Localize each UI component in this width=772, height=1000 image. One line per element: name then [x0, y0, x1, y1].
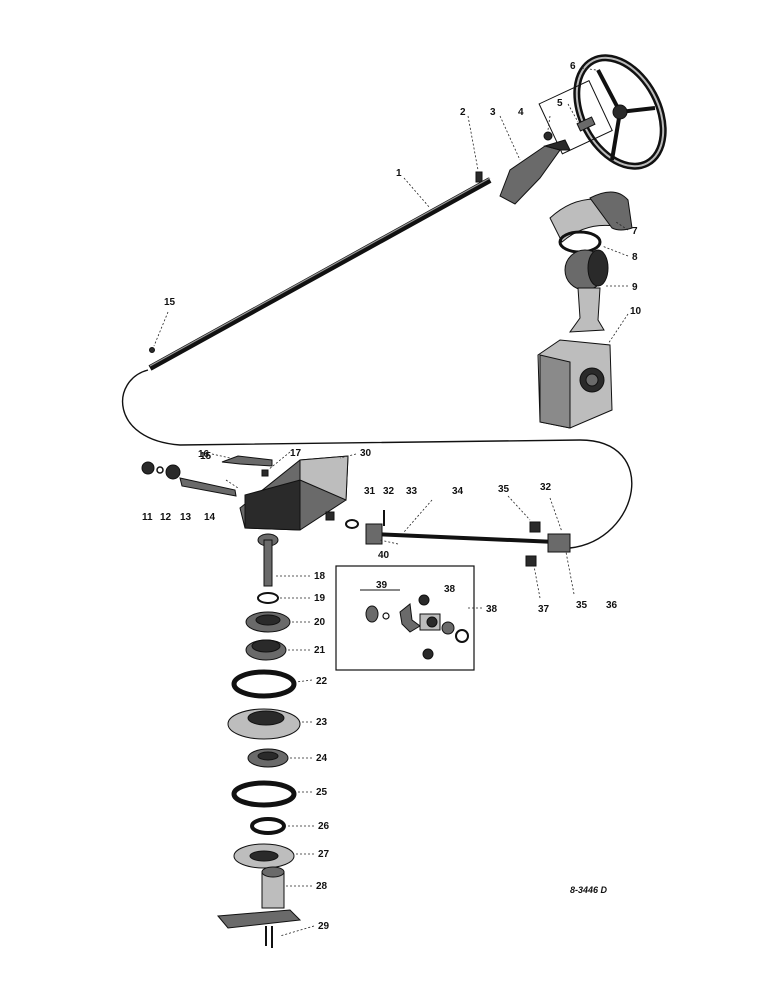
callout-35a: 35: [498, 484, 510, 495]
callout-19: 19: [314, 593, 326, 604]
callout-10: 10: [630, 306, 642, 317]
callout-22: 22: [316, 676, 328, 687]
part-17: [261, 469, 269, 477]
seal-26: [250, 817, 286, 835]
callout-20: 20: [314, 617, 326, 628]
pin-upper: [149, 347, 155, 353]
callout-8: 8: [632, 252, 638, 263]
universal-joint-parts: [365, 594, 469, 660]
key-box: [538, 80, 613, 155]
steering-shaft: [148, 177, 492, 371]
callout-40: 40: [378, 550, 390, 561]
column-cap: [543, 139, 571, 151]
plug-31: [325, 511, 335, 521]
callout-37: 37: [538, 604, 550, 615]
callout-34: 34: [452, 486, 464, 497]
callout-32b: 32: [540, 482, 552, 493]
callout-36: 36: [606, 600, 618, 611]
callout-12: 12: [160, 512, 172, 523]
callout-23: 23: [316, 717, 328, 728]
bolts-29: [265, 926, 273, 948]
bearing-13: [165, 464, 181, 480]
callout-1: 1: [396, 168, 402, 179]
callout-17: 17: [290, 448, 302, 459]
callout-16-shown: 16: [198, 449, 210, 460]
nut: [543, 131, 553, 141]
callout-9: 9: [632, 282, 638, 293]
nut-11: [141, 461, 155, 475]
callout-24: 24: [316, 753, 328, 764]
callout-18: 18: [314, 571, 326, 582]
ring: [558, 230, 602, 254]
connection-curve: [121, 369, 633, 549]
washer-32: [345, 519, 359, 529]
callout-25: 25: [316, 787, 328, 798]
drawing-code: 8-3446 D: [570, 885, 608, 895]
gear-housing: [537, 339, 613, 429]
callout-labels: 1 2 3 4 5 6 7 8 9 10 11 12 13 14 15 15 1…: [142, 61, 642, 932]
plate-27: [233, 843, 295, 869]
callout-14: 14: [204, 512, 216, 523]
spindle-arm: [217, 866, 302, 929]
callout-7: 7: [632, 226, 638, 237]
worm-shaft: [179, 477, 237, 497]
callout-30: 30: [360, 448, 372, 459]
callout-32a: 32: [383, 486, 395, 497]
drag-link: [365, 523, 571, 553]
column-jacket: [499, 145, 561, 205]
washer-12: [156, 466, 164, 474]
sector-shaft: [257, 533, 279, 587]
gasket-22: [231, 669, 297, 699]
bearing-cup: [549, 191, 633, 243]
callout-31: 31: [364, 486, 376, 497]
callout-15a: 15: [164, 297, 176, 308]
callout-15b: 15: [200, 451, 212, 462]
bearing-21: [245, 639, 287, 661]
callout-21: 21: [314, 645, 326, 656]
callout-2: 2: [460, 107, 466, 118]
gasket-25: [231, 780, 297, 808]
callout-39: 39: [376, 580, 388, 591]
key-part: [475, 171, 483, 183]
callout-38-inset: 38: [444, 584, 456, 595]
callout-5: 5: [557, 98, 563, 109]
callout-26: 26: [318, 821, 330, 832]
gear-case: [239, 455, 349, 531]
bearing-24: [247, 748, 289, 768]
column-bracket: [564, 249, 609, 333]
bearing-20: [245, 611, 291, 633]
callout-3: 3: [490, 107, 496, 118]
arm-16: [221, 455, 273, 467]
callout-35b: 35: [576, 600, 588, 611]
flange-23: [227, 708, 301, 740]
callout-6: 6: [570, 61, 576, 72]
callout-4: 4: [518, 107, 524, 118]
callout-11: 11: [142, 512, 153, 523]
steering-wheel: [573, 54, 667, 170]
callout-29: 29: [318, 921, 330, 932]
fitting-35-top: [529, 521, 541, 533]
washer-19: [257, 592, 279, 604]
callout-27: 27: [318, 849, 330, 860]
callout-28: 28: [316, 881, 328, 892]
callout-33: 33: [406, 486, 418, 497]
universal-joint-inset: [335, 565, 475, 671]
fitting-35-bottom: [525, 555, 537, 567]
callout-13: 13: [180, 512, 192, 523]
callout-38: 38: [486, 604, 498, 615]
leader-lines: [153, 67, 629, 937]
